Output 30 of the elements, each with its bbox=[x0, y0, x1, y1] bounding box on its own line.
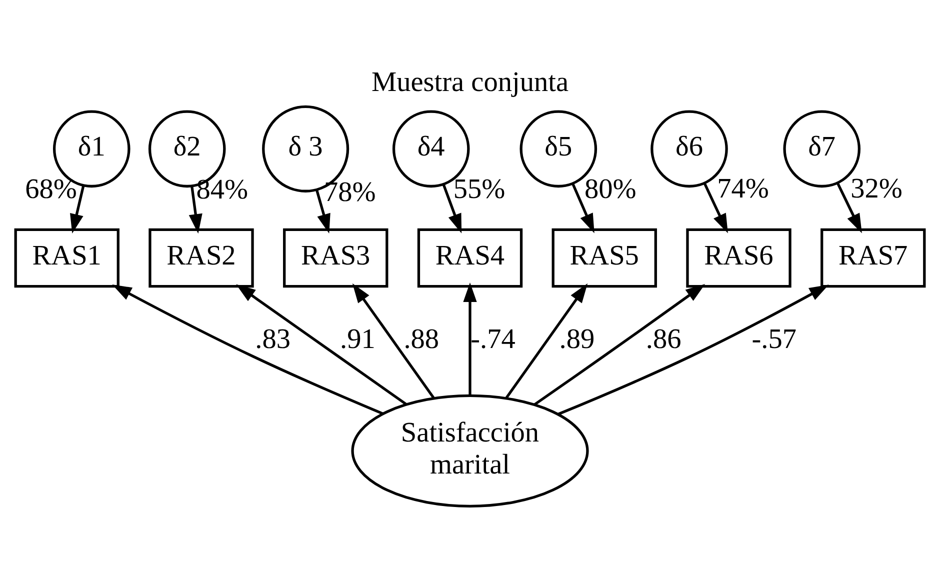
edge-label: .86 bbox=[646, 324, 682, 355]
arrow bbox=[70, 185, 85, 234]
edge-label: -.57 bbox=[752, 324, 796, 355]
arrow bbox=[504, 283, 588, 400]
arrow bbox=[112, 284, 384, 415]
arrow bbox=[572, 183, 594, 234]
edge-label: .91 bbox=[340, 324, 376, 355]
arrow bbox=[836, 182, 862, 234]
arrow bbox=[316, 190, 330, 234]
arrow bbox=[188, 186, 202, 234]
node-ellipse: Satisfacción marital bbox=[351, 394, 589, 508]
edge-label: .83 bbox=[255, 324, 291, 355]
node-box: RAS2 bbox=[148, 228, 254, 288]
arrow bbox=[352, 283, 436, 400]
arrow bbox=[463, 282, 477, 396]
node-box: RAS3 bbox=[283, 228, 388, 288]
edge-label: .89 bbox=[559, 324, 595, 355]
node-box: RAS6 bbox=[686, 228, 792, 288]
arrow bbox=[558, 284, 829, 416]
diagram-title: Muestra conjunta bbox=[371, 66, 569, 98]
edge-label: .88 bbox=[404, 324, 440, 355]
node-box: RAS1 bbox=[14, 228, 120, 288]
arrow bbox=[236, 284, 407, 406]
node-box: RAS7 bbox=[820, 228, 926, 288]
arrow bbox=[533, 284, 706, 406]
edge-label: -.74 bbox=[470, 324, 516, 355]
node-box: RAS5 bbox=[552, 228, 657, 288]
arrow bbox=[442, 184, 462, 234]
arrow bbox=[703, 182, 728, 234]
node-box: RAS4 bbox=[417, 228, 523, 288]
